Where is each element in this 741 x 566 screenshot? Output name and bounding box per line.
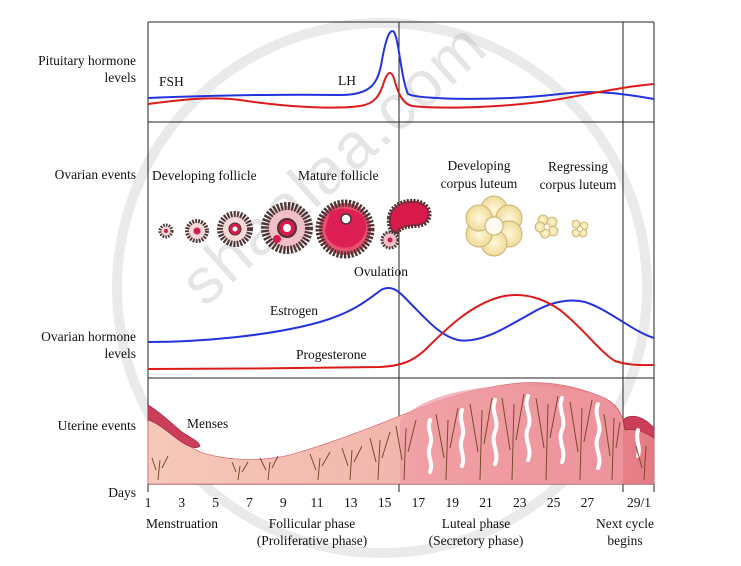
follicle-stage-1 [158, 223, 174, 239]
day-tick-label: 29/1 [627, 495, 651, 510]
ovarian-events-label: Ovarian events [54, 167, 136, 182]
regressing-corpus-luteum [534, 214, 589, 239]
mature-follicle [315, 199, 375, 259]
ovarian-hormone-levels-label: Ovarian hormone levels [41, 329, 136, 361]
ovarian-hormone-curves [147, 286, 655, 370]
day-tick-label: 13 [344, 495, 358, 510]
day-tick-label: 23 [513, 495, 527, 510]
menses-label: Menses [187, 416, 228, 431]
pituitary-curves [147, 30, 655, 109]
day-tick-label: 7 [246, 495, 253, 510]
day-tick-label: 27 [581, 495, 595, 510]
watermark-circle [112, 18, 652, 558]
menstruation-phase-label: Menstruation [146, 516, 218, 531]
day-tick-label: 9 [280, 495, 287, 510]
mature-follicle-label: Mature follicle [298, 168, 379, 183]
lh-curve [147, 30, 655, 100]
endometrium-surface-crests [400, 385, 623, 484]
uterine-events-label: Uterine events [57, 418, 136, 433]
endometrium [147, 382, 655, 485]
developing-follicle-label: Developing follicle [152, 168, 257, 183]
next-cycle-label: Next cycle begins [595, 516, 655, 548]
day-tick-label: 5 [212, 495, 219, 510]
menstrual-flow-next [622, 415, 655, 439]
day-tick-label: 11 [311, 495, 324, 510]
follicle-stage-2 [185, 219, 209, 243]
ovulation-label: Ovulation [354, 264, 408, 279]
fsh-label: FSH [159, 74, 184, 89]
spiral-arteries [151, 393, 647, 481]
day-tick-label: 17 [412, 495, 426, 510]
day-tick-label: 19 [445, 495, 459, 510]
follicle-stage-4 [261, 202, 313, 254]
luteal-phase-label: Luteal phase (Secretory phase) [428, 516, 524, 548]
fsh-curve [147, 72, 655, 109]
follicle-stage-3 [217, 211, 253, 247]
day-tick-label: 3 [178, 495, 185, 510]
developing-corpus-luteum [465, 195, 523, 257]
estrogen-label: Estrogen [270, 303, 318, 318]
lh-label: LH [338, 73, 356, 88]
progesterone-label: Progesterone [296, 347, 366, 362]
pituitary-hormone-levels-label: Pituitary hormone levels [38, 53, 136, 85]
day-tick-label: 15 [378, 495, 392, 510]
day-tick-label: 21 [479, 495, 493, 510]
menstrual-flow [147, 404, 201, 448]
estrogen-curve [147, 286, 655, 343]
day-tick-label: 1 [145, 495, 152, 510]
day-tick-label: 25 [547, 495, 561, 510]
days-label: Days [108, 485, 136, 500]
follicular-phase-label: Follicular phase (Proliferative phase) [256, 516, 368, 548]
ovulating-follicle [380, 198, 432, 250]
progesterone-curve [147, 294, 655, 370]
